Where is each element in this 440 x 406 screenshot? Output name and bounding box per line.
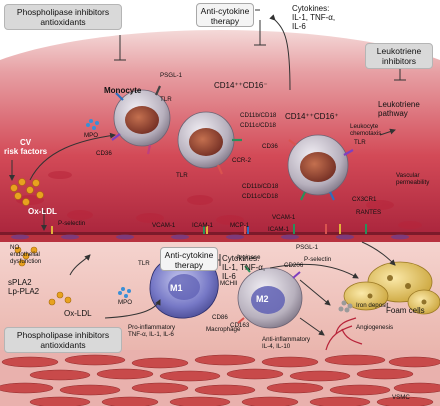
cx3cr1-label: CX3CR1 bbox=[352, 196, 377, 203]
tlr-bottom-label: TLR bbox=[138, 260, 150, 267]
rantes-label: RANTES bbox=[356, 209, 382, 216]
pathway-arrows bbox=[9, 9, 406, 345]
vascular-permeability-label: Vascular permeability bbox=[396, 172, 430, 186]
cd206-label: CD206 bbox=[284, 262, 304, 269]
adhesion-molecules bbox=[51, 224, 367, 234]
pro-inflammatory-label: Pro-inflammatory TNF-α, IL-1, IL-6 bbox=[128, 324, 176, 338]
tlr-mid-label: TLR bbox=[176, 172, 188, 179]
vsmc-label: VSMC bbox=[392, 394, 410, 401]
leukotriene-inhibitors-box: Leukotriene inhibitors bbox=[365, 43, 433, 69]
monocyte-cell-3 bbox=[287, 134, 349, 196]
endothelial-nuclei bbox=[11, 234, 409, 240]
m1-label: M1 bbox=[170, 283, 183, 293]
cv-risk-factors-label: CV risk factors bbox=[4, 138, 48, 156]
leukotriene-pathway-label: Leukotriene pathway bbox=[378, 100, 420, 118]
vsmc-cells bbox=[0, 354, 440, 406]
ccr2-label: CCR-2 bbox=[232, 157, 251, 164]
cd163-label: CD163 bbox=[230, 322, 250, 329]
cd36-left-label: CD36 bbox=[96, 150, 112, 157]
angiogenesis-graphic bbox=[325, 317, 363, 351]
icam1-label-a: ICAM-1 bbox=[192, 222, 213, 229]
cytokines-mid-label: Cytokines: IL-1, TNF-α, IL-6 bbox=[222, 254, 266, 281]
anti-inflammatory-label: Anti-inflammatory IL-4, IL-10 bbox=[262, 336, 311, 350]
vcam1-label-a: VCAM-1 bbox=[152, 222, 176, 229]
oxldl-bottom-label: Ox-LDL bbox=[64, 309, 92, 318]
cd86-label: CD86 bbox=[212, 314, 228, 321]
red-blood-cells bbox=[16, 171, 422, 229]
mpo-bottom-label: MPO bbox=[118, 299, 133, 306]
vcam1-label-b: VCAM-1 bbox=[272, 214, 296, 221]
macrophage-label: Macrophage bbox=[206, 326, 241, 333]
arginase-label: Arginase bbox=[236, 254, 261, 261]
angiogenesis-label: Angiogenesis bbox=[356, 324, 394, 331]
iron-deposit-label: Iron deposit bbox=[356, 302, 389, 309]
leukocyte-chemotaxis-label: Leukocyte chemotaxis bbox=[350, 123, 382, 137]
monocyte-cell-1 bbox=[113, 89, 171, 147]
lipid-particles bbox=[10, 178, 72, 306]
oxldl-top-label: Ox-LDL bbox=[28, 207, 57, 216]
psgl1-top-label: PSGL-1 bbox=[160, 72, 183, 79]
psgl1-bottom-label: PSGL-1 bbox=[296, 244, 319, 251]
cd11c-label-b: CD11c/CD18 bbox=[242, 193, 278, 200]
monocyte-cell-2 bbox=[177, 111, 235, 169]
cd14-cd16-neg-label: CD14⁺⁺CD16⁻ bbox=[214, 81, 268, 90]
cd11b-label-b: CD11b/CD18 bbox=[242, 183, 279, 190]
p-selectin-right-label: P-selectin bbox=[304, 256, 332, 263]
no-endothelial-label: NO endothelial dysfunction bbox=[10, 244, 42, 265]
anti-cytokine-box-top: Anti-cytokine therapy bbox=[196, 3, 254, 27]
cd11b-label-a: CD11b/CD18 bbox=[240, 112, 277, 119]
mchii-label: MCHII bbox=[220, 280, 238, 287]
cd36-right-label: CD36 bbox=[262, 143, 278, 150]
tlr-top-label: TLR bbox=[160, 96, 172, 103]
receptors bbox=[111, 85, 354, 201]
mpo-molecules bbox=[86, 119, 131, 298]
tlr-right-label: TLR bbox=[354, 139, 366, 146]
phospholipase-box-top: Phospholipase inhibitors antioxidants bbox=[4, 4, 122, 30]
m1-macrophage bbox=[149, 255, 219, 319]
cd14-cd16-pos-label: CD14⁺⁺CD16⁺ bbox=[285, 112, 339, 121]
cytokines-top-label: Cytokines: IL-1, TNF-α, IL-6 bbox=[292, 4, 336, 31]
foam-cells bbox=[343, 261, 440, 315]
spla2-label: sPLA2 Lp-PLA2 bbox=[8, 278, 40, 296]
foam-cells-label: Foam cells bbox=[386, 306, 425, 315]
mcp1-label: MCP-1 bbox=[230, 222, 250, 229]
cd11c-label-a: CD11c/CD18 bbox=[240, 122, 276, 129]
m2-label: M2 bbox=[256, 294, 269, 304]
p-selectin-left-label: P-selectin bbox=[58, 220, 86, 227]
endothelium-layer bbox=[0, 232, 440, 242]
anti-cytokine-box-mid: Anti-cytokine therapy bbox=[160, 247, 218, 271]
phospholipase-box-bottom: Phospholipase inhibitors antioxidants bbox=[4, 327, 122, 353]
monocyte-label: Monocyte bbox=[104, 86, 142, 95]
mpo-top-label: MPO bbox=[84, 132, 99, 139]
iron-deposit-graphic bbox=[338, 300, 353, 313]
icam1-label-b: ICAM-1 bbox=[268, 226, 289, 233]
